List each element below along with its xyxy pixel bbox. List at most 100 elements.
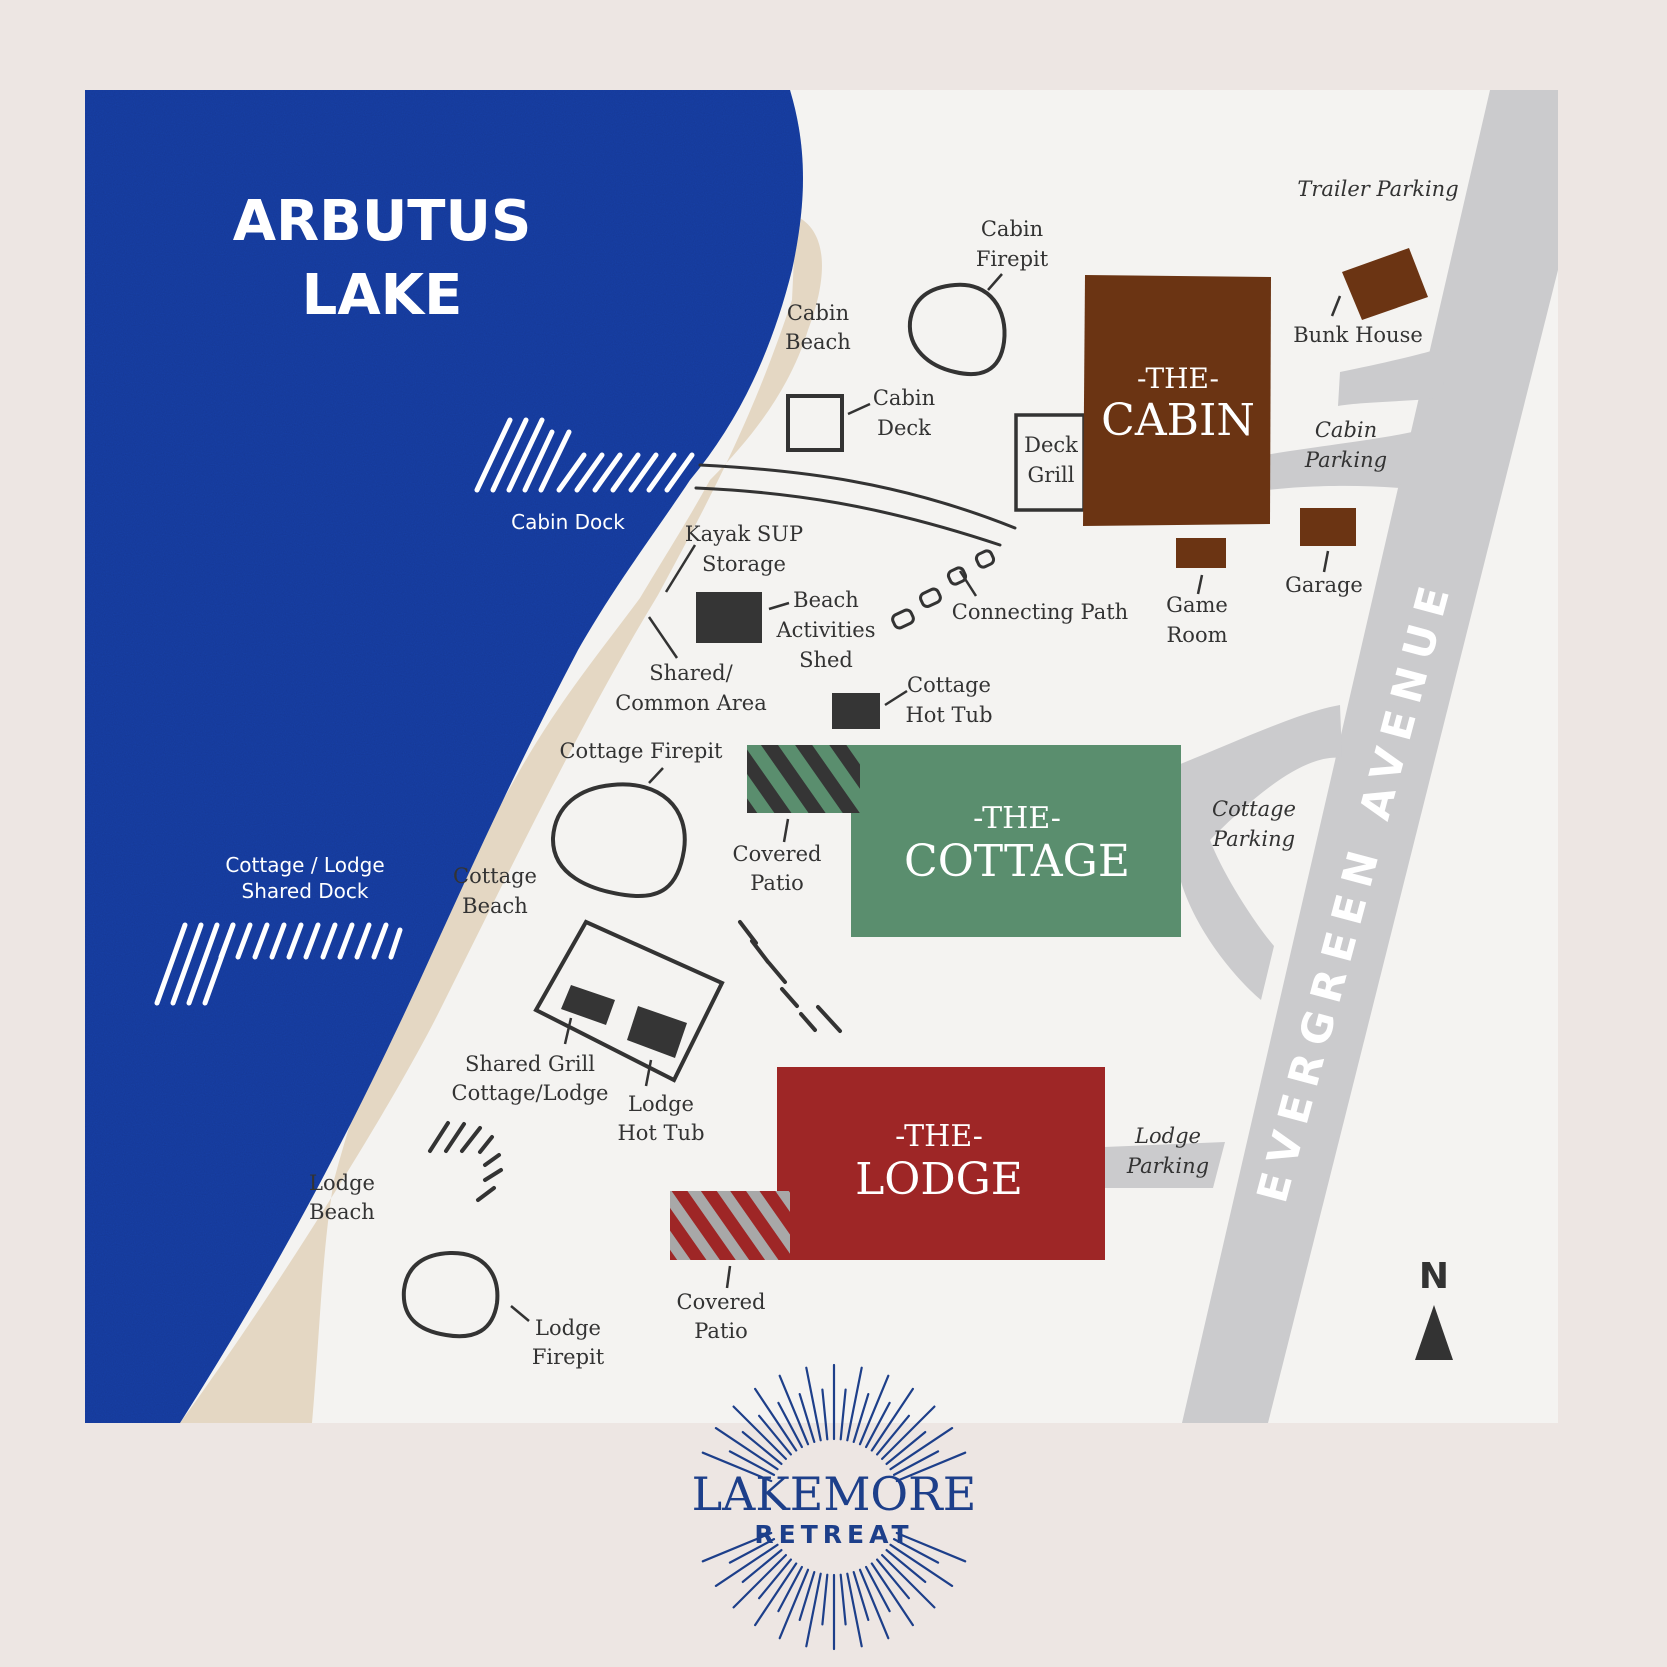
cottage-parking-label-2: Parking [1212,827,1295,851]
sunburst-ray [852,1392,870,1444]
sunburst-ray [778,1374,810,1446]
cabin-dock [474,417,695,493]
garage [1300,508,1356,546]
lodge-prefix: -THE- [895,1119,983,1154]
deck-grill-label-2: Grill [1028,463,1075,487]
sunburst-ray [895,1531,967,1563]
sunburst-ray [864,1565,891,1613]
cottage-hot-tub-label-1: Cottage [907,673,991,697]
sunburst-ray [846,1572,863,1648]
lodge-firepit-label-2: Firepit [532,1345,605,1369]
dock-path-upper [698,463,1017,530]
cabin-parking-label-2: Parking [1304,448,1387,472]
game-room [1176,538,1226,568]
sunburst-ray [701,1451,773,1483]
sunburst-ray [741,1548,783,1584]
sunburst-ray [741,1430,783,1466]
game-room-label-2: Room [1166,623,1227,647]
lodge-title: LODGE [855,1154,1023,1205]
lodge-hot-tub-label-1: Lodge [628,1092,694,1116]
sunburst-ray [858,1374,890,1446]
cabin-firepit-label-2: Firepit [976,247,1049,271]
lodge-firepit-label-1: Lodge [535,1316,601,1340]
sunburst-ray [757,1558,793,1600]
sunburst-ray [701,1531,773,1563]
sunburst-ray [875,1558,911,1600]
sunburst-ray [839,1388,847,1441]
cottage-firepit-label: Cottage Firepit [559,739,723,763]
lodge-beach-label-2: Beach [309,1200,375,1224]
north-arrow-icon [1415,1305,1453,1360]
sunburst-ray [880,1553,936,1609]
lake-name-line2: LAKE [302,263,463,328]
sunburst-ray [728,1537,776,1564]
shared-dock-label-2: Shared Dock [242,879,369,903]
sunburst-ray [858,1568,890,1640]
lodge-hot-tub-label-2: Hot Tub [617,1121,704,1145]
sunburst-ray [892,1450,940,1477]
sunburst-ray [892,1537,940,1564]
sunburst-ray [870,1562,915,1627]
sunburst-ray [753,1562,798,1627]
dock-path-lower [694,486,1002,547]
sunburst-ray [880,1405,936,1461]
cottage-beach-label-2: Beach [462,894,528,918]
evergreen-avenue-road [1182,90,1558,1423]
covered-patio-lodge-label-2: Patio [694,1319,748,1343]
sunburst-ray [885,1430,927,1466]
sunburst-ray [798,1570,816,1622]
trailer-parking-label: Trailer Parking [1297,177,1458,201]
beach-shed-label-2: Activities [775,618,875,642]
sunburst-ray [714,1543,779,1588]
game-room-label-1: Game [1166,593,1228,617]
cabin-deck [786,394,844,452]
lodge-building [777,1067,1105,1260]
cottage-hot-tub [832,693,880,729]
lodge-hot-tub [627,1006,687,1058]
lake [85,90,803,1423]
lodge-parking-label-2: Parking [1126,1154,1209,1178]
garage-label: Garage [1285,573,1363,597]
sunburst-ray [864,1401,891,1449]
cottage-beach-label-1: Cottage [453,864,537,888]
leader-lines [510,273,1342,1322]
sunburst-ray [895,1451,967,1483]
beach-shed-label-1: Beach [793,588,859,612]
sunburst-ray [885,1548,927,1584]
cottage-building [851,745,1181,937]
cabin-beach-label-1: Cabin [787,301,849,325]
compass-letter: N [1419,1256,1449,1297]
connecting-path-label: Connecting Path [952,600,1128,624]
shared-dock-label-1: Cottage / Lodge [225,853,384,877]
beach-activities-shed [696,592,762,643]
sunburst-ray [778,1568,810,1640]
cottage-parking-road [1178,705,1342,1000]
cabin-firepit-label-1: Cabin [981,217,1043,241]
cottage-parking-label-1: Cottage [1212,797,1296,821]
cabin-parking-label-1: Cabin [1315,418,1377,442]
bunk-house-label: Bunk House [1293,323,1423,347]
sunburst-icon [701,1363,967,1651]
cabin-firepit [907,282,1007,377]
lodge-parking-label-1: Lodge [1134,1124,1201,1148]
sunburst-ray [728,1450,776,1477]
lodge-firepit [401,1250,500,1339]
sunburst-ray [821,1573,829,1626]
lodge-beach-label-1: Lodge [309,1171,375,1195]
covered-patio-lodge-label-1: Covered [677,1290,766,1314]
roads [1104,90,1558,1423]
walkway-dashes-west [428,1121,503,1202]
sunburst-ray [875,1414,911,1456]
sunburst-ray [732,1553,788,1609]
sunburst-ray [757,1414,793,1456]
walkway-dashes-east [738,920,842,1033]
deck-grill-label-1: Deck [1024,433,1078,457]
shared-grill-label-2: Cottage/Lodge [452,1081,609,1105]
sunburst-ray [805,1572,822,1648]
cottage-title: COTTAGE [904,836,1130,887]
trailer-parking-road [1338,345,1452,406]
sunburst-ray [798,1392,816,1444]
shared-grill-label-1: Shared Grill [465,1052,595,1076]
